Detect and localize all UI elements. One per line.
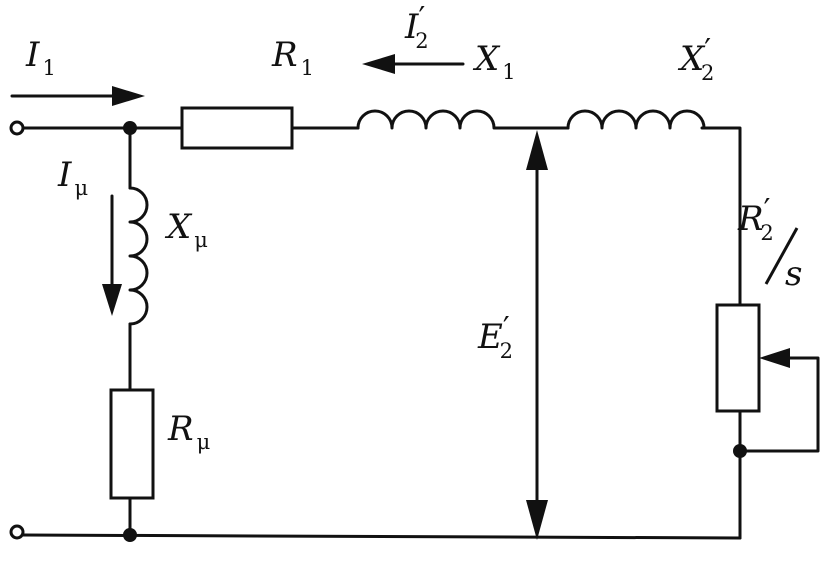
rheostat-r2p-s [715,303,761,413]
inductor-x2p [566,109,706,130]
e2p-arrowhead-bottom [526,500,548,540]
e2p-arrowhead-top [526,130,548,170]
resistor-rmu [109,388,155,500]
label-i2p: I′2 [404,1,429,53]
top-terminal [9,120,25,136]
label-e2p: E′2 [477,311,513,363]
r2p-s-slash [764,227,799,285]
label-x2p: X′2 [677,33,714,85]
rheostat-wiper-arrowhead [759,348,790,368]
imu-arrowhead [102,284,122,316]
inductor-x1 [356,109,496,130]
top-wire-x2-right [700,126,742,307]
inductor-xmu [128,186,149,326]
i1-arrowhead [112,86,145,106]
bottom-terminal [9,524,25,540]
rheostat-wiper-loop [738,356,820,453]
bottom-wire [21,533,742,540]
label-r2p: R′2 [737,193,774,245]
resistor-r1 [180,106,294,150]
label-r2p-divisor: s [785,254,802,294]
i2p-arrowhead [362,54,395,74]
